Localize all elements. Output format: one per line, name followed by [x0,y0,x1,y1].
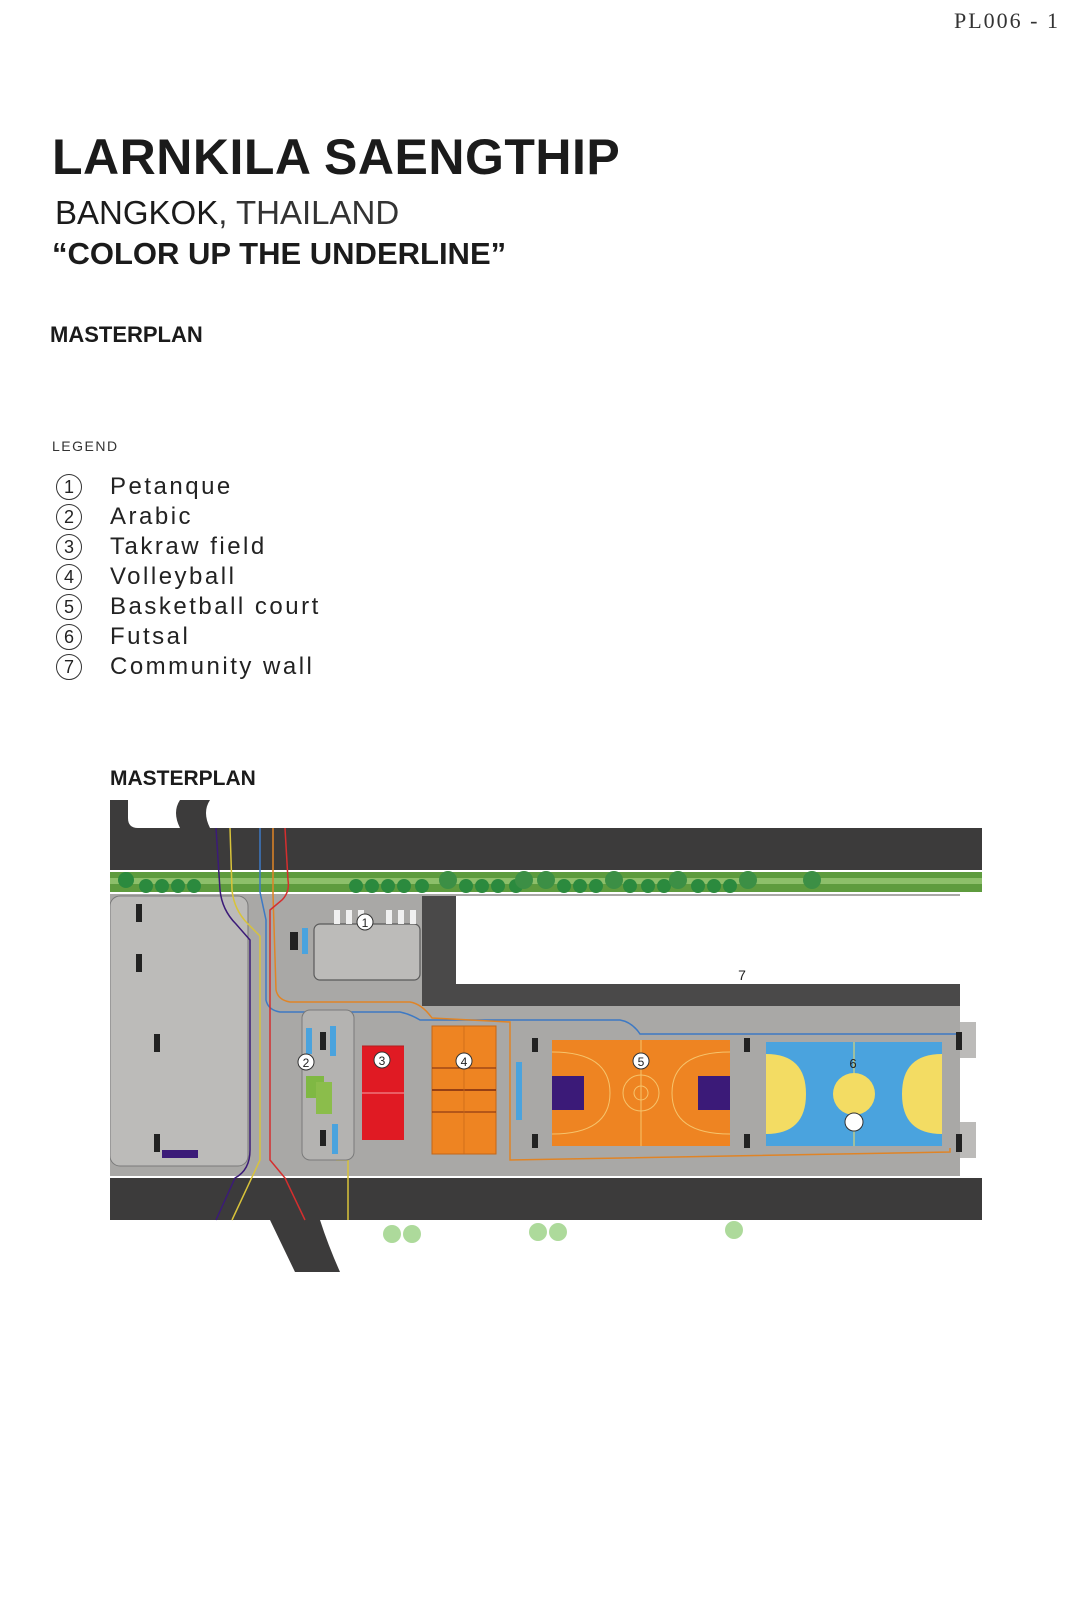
marker-2: 2 [303,1056,310,1070]
legend-number: 6 [56,624,82,650]
plan-heading: MASTERPLAN [110,767,256,790]
basketball-key-left [552,1076,584,1110]
legend-number: 5 [56,594,82,620]
legend-label: Arabic [110,503,194,530]
road-north-branch [110,800,180,870]
road-north [110,828,982,870]
marker-4: 4 [461,1055,468,1069]
path-line-orange [272,828,951,1161]
left-platform [110,895,249,1167]
project-title: LARNKILA SAENGTHIP [52,129,621,185]
legend-item: 3 Takraw field [56,532,321,562]
legend-label: Futsal [110,623,191,650]
path-line-blue [259,828,960,1035]
masterplan-drawing: 1 2 3 4 5 6 7 [110,800,982,1272]
legend-item: 5 Basketball court [56,592,321,622]
legend-label: Takraw field [110,533,267,560]
legend-number: 3 [56,534,82,560]
petanque-court [313,923,421,981]
path-line-yellow [229,827,261,1221]
legend-number: 7 [56,654,82,680]
marker-3-ring [373,1051,391,1069]
section-heading: MASTERPLAN [50,322,203,347]
legend-label: Volleyball [110,563,237,590]
marker-5-ring [632,1052,650,1070]
trees-north [118,871,821,893]
legend-item: 7 Community wall [56,652,321,682]
marker-6: 6 [849,1056,856,1071]
futsal-ball [844,1112,864,1132]
legend-item: 2 Arabic [56,502,321,532]
legend-item: 1 Petanque [56,472,321,502]
trees-south [383,1221,743,1243]
marker-2-ring [297,1053,315,1071]
legend-label: Petanque [110,473,233,500]
path-line-purple [215,827,251,1221]
legend-label: Community wall [110,653,315,680]
project-location: BANGKOK, THAILAND [55,194,399,232]
path-line-red [269,827,306,1221]
sheet-code: PL006 - 1 [954,8,1060,33]
marker-4-ring [455,1052,473,1070]
marker-1-ring [356,913,374,931]
legend-number: 1 [56,474,82,500]
road-south [110,1178,982,1220]
legend-item: 4 Volleyball [56,562,321,592]
legend-number: 4 [56,564,82,590]
legend-item: 6 Futsal [56,622,321,652]
location-country: , THAILAND [218,194,400,231]
marker-1: 1 [362,916,369,930]
road-south-branch [270,1220,340,1272]
project-slogan: “COLOR UP THE UNDERLINE” [52,236,507,271]
marker-3: 3 [379,1054,386,1068]
basketball-key-right [698,1076,730,1110]
marker-7: 7 [738,967,746,983]
legend-number: 2 [56,504,82,530]
legend-title: LEGEND [52,438,119,454]
legend-label: Basketball court [110,593,321,620]
marker-5: 5 [638,1055,645,1069]
legend-list: 1 Petanque 2 Arabic 3 Takraw field 4 Volleyb… [56,472,321,682]
location-city: BANGKOK [55,194,219,231]
